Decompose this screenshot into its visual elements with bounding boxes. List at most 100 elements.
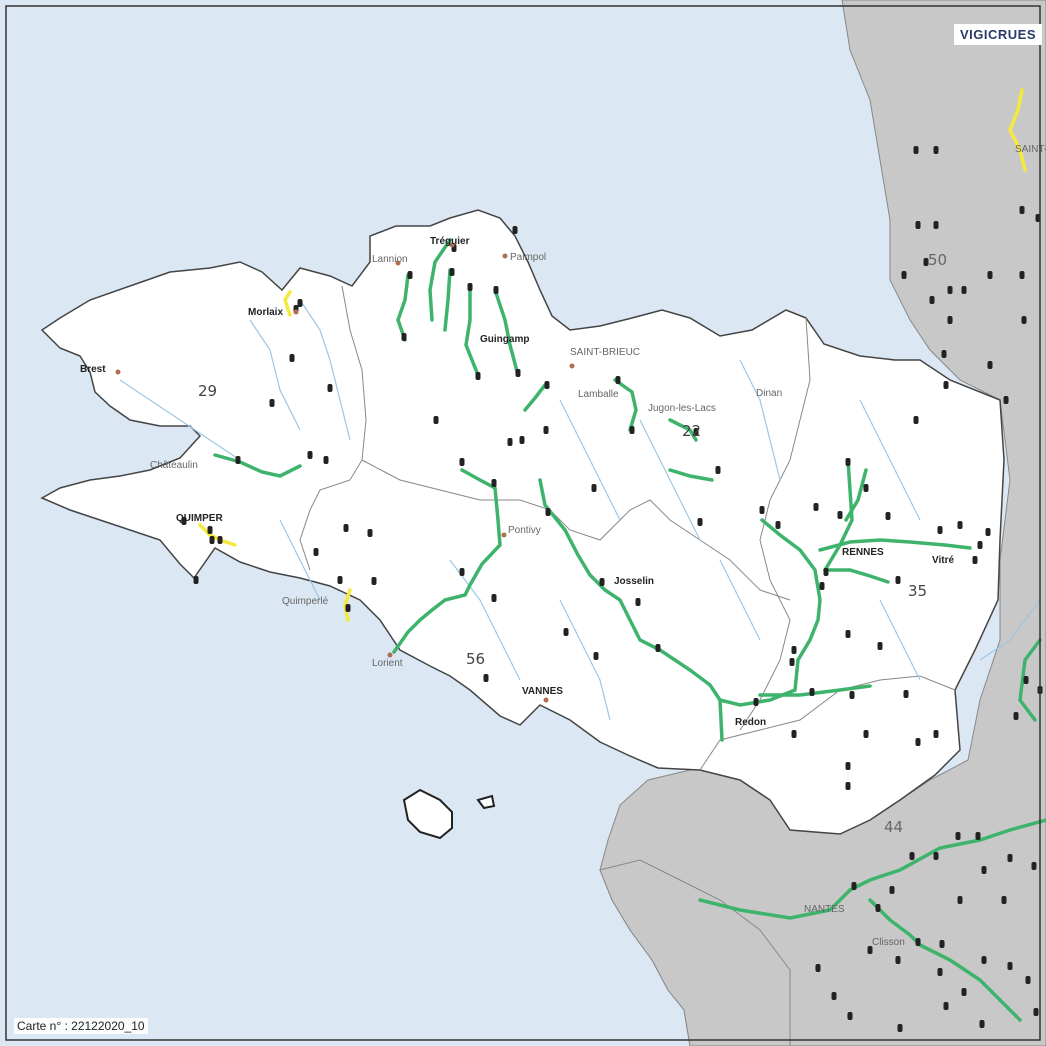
station-marker bbox=[343, 524, 349, 532]
station-marker bbox=[297, 299, 303, 307]
station-marker bbox=[913, 416, 919, 424]
station-marker bbox=[593, 652, 599, 660]
station-marker bbox=[972, 556, 978, 564]
station-marker bbox=[979, 1020, 985, 1028]
station-marker bbox=[181, 517, 187, 525]
station-marker bbox=[863, 484, 869, 492]
station-marker bbox=[901, 271, 907, 279]
station-marker bbox=[895, 576, 901, 584]
city-dots bbox=[115, 242, 575, 703]
station-marker bbox=[961, 286, 967, 294]
station-marker bbox=[483, 674, 489, 682]
station-marker bbox=[449, 268, 455, 276]
station-marker bbox=[545, 508, 551, 516]
station-marker bbox=[635, 598, 641, 606]
station-marker bbox=[985, 528, 991, 536]
city-label: Tréguier bbox=[430, 236, 470, 247]
station-marker bbox=[909, 852, 915, 860]
station-marker bbox=[591, 484, 597, 492]
station-marker bbox=[235, 456, 241, 464]
station-marker bbox=[947, 286, 953, 294]
city-label: QUIMPER bbox=[176, 513, 223, 524]
station-marker bbox=[693, 428, 699, 436]
department-number: 56 bbox=[466, 650, 485, 668]
station-marker bbox=[307, 451, 313, 459]
city-label: Dinan bbox=[756, 388, 782, 399]
station-marker bbox=[459, 458, 465, 466]
station-marker bbox=[885, 512, 891, 520]
station-marker bbox=[543, 426, 549, 434]
station-marker bbox=[209, 536, 215, 544]
city-label: Redon bbox=[735, 717, 766, 728]
department-number: 44 bbox=[884, 818, 903, 836]
station-marker bbox=[1021, 316, 1027, 324]
station-marker bbox=[947, 316, 953, 324]
station-marker bbox=[831, 992, 837, 1000]
city-label: Lannion bbox=[372, 254, 408, 265]
station-marker bbox=[913, 146, 919, 154]
station-marker bbox=[863, 730, 869, 738]
station-marker bbox=[823, 568, 829, 576]
station-marker bbox=[401, 333, 407, 341]
station-marker bbox=[1003, 396, 1009, 404]
city-label: Morlaix bbox=[248, 307, 283, 318]
city-label: Jugon-les-Lacs bbox=[648, 403, 716, 414]
station-marker bbox=[875, 904, 881, 912]
city-label: Lorient bbox=[372, 658, 403, 669]
station-marker bbox=[975, 832, 981, 840]
station-marker bbox=[715, 466, 721, 474]
vigicrues-logo: VIGICRUES bbox=[953, 24, 1042, 45]
station-marker bbox=[1001, 896, 1007, 904]
station-marker bbox=[845, 630, 851, 638]
city-label: VANNES bbox=[522, 686, 563, 697]
city-label: Châteaulin bbox=[150, 460, 198, 471]
station-marker bbox=[491, 594, 497, 602]
station-marker bbox=[897, 1024, 903, 1032]
station-marker bbox=[943, 1002, 949, 1010]
station-marker bbox=[791, 646, 797, 654]
station-marker bbox=[599, 578, 605, 586]
city-label: RENNES bbox=[842, 547, 884, 558]
vigilance-yellow bbox=[198, 88, 1027, 622]
station-marker bbox=[877, 642, 883, 650]
station-marker bbox=[845, 762, 851, 770]
city-label: Brest bbox=[80, 364, 106, 375]
station-marker bbox=[207, 526, 213, 534]
station-marker bbox=[845, 458, 851, 466]
station-marker bbox=[289, 354, 295, 362]
station-marker bbox=[915, 738, 921, 746]
station-marker bbox=[433, 416, 439, 424]
station-marker bbox=[961, 988, 967, 996]
department-number: 22 bbox=[682, 422, 701, 440]
station-marker bbox=[1013, 712, 1019, 720]
city-label: Guingamp bbox=[480, 334, 529, 345]
department-boundaries bbox=[299, 285, 956, 771]
station-marker bbox=[775, 521, 781, 529]
map-frame bbox=[5, 5, 1041, 1041]
station-marker bbox=[943, 381, 949, 389]
station-marker bbox=[981, 866, 987, 874]
station-marker bbox=[889, 886, 895, 894]
station-marker bbox=[923, 258, 929, 266]
station-marker bbox=[903, 690, 909, 698]
station-marker bbox=[629, 426, 635, 434]
station-marker bbox=[475, 372, 481, 380]
station-marker bbox=[467, 283, 473, 291]
station-marker bbox=[407, 271, 413, 279]
station-marker bbox=[1031, 862, 1037, 870]
station-marker bbox=[845, 782, 851, 790]
department-number: 50 bbox=[928, 251, 947, 269]
station-marker bbox=[851, 882, 857, 890]
station-marker bbox=[987, 361, 993, 369]
station-marker bbox=[655, 644, 661, 652]
land-outside-south bbox=[599, 859, 791, 1046]
city-label: Paimpol bbox=[510, 252, 546, 263]
station-marker bbox=[544, 381, 550, 389]
station-marker bbox=[323, 456, 329, 464]
station-marker bbox=[815, 964, 821, 972]
station-marker bbox=[697, 518, 703, 526]
station-marker bbox=[615, 376, 621, 384]
station-marker bbox=[493, 286, 499, 294]
island-belle-ile bbox=[402, 788, 453, 840]
